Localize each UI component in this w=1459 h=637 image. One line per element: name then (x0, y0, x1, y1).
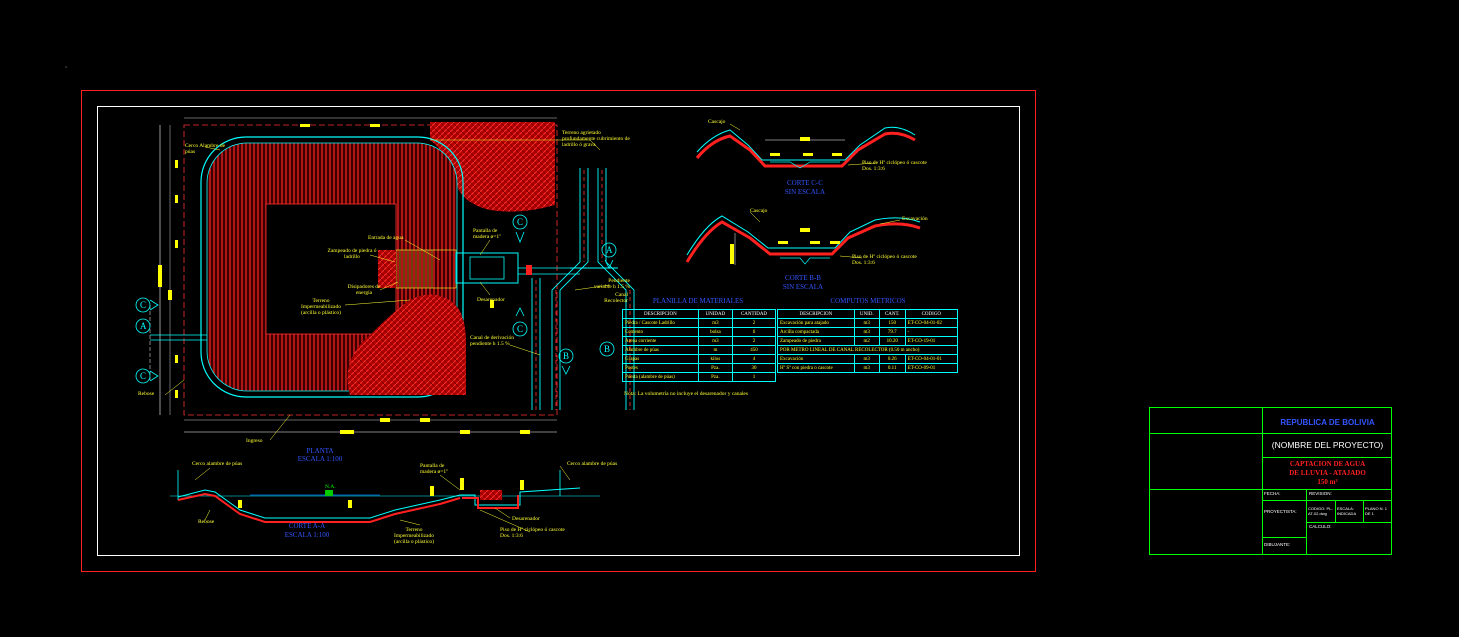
bb-label-piso: Piso de Hº ciclópeo ó cascote Dos. 1:3:6 (852, 254, 917, 266)
label-canal-derivacion: Canal de derivación pendiente h 1.5 % (470, 335, 514, 347)
bb-scale: SIN ESCALA (782, 283, 824, 291)
plan-title: PLANTA (306, 447, 334, 455)
col-header: CANTIDAD (731, 309, 777, 319)
label-canal-recolector: Canal Recolector (604, 292, 628, 304)
sheet-frame (81, 90, 1036, 572)
label-disipadores: Disipadores de energía (347, 284, 381, 296)
label-cerco-alambre: Cerco Alambre de púas (185, 143, 226, 155)
label-zampeado: Zampeado de piedra ó ladrillo (327, 248, 377, 260)
table-header-row: DESCRIPCION UNID. CANT. CODIGO (777, 309, 959, 319)
section-cc (695, 123, 916, 169)
label-terreno-agrietado: Terreno agrietado profundamente cubrimie… (562, 130, 630, 148)
section-mark-c: C (517, 324, 524, 334)
aa-title: CORTE A-A (288, 522, 326, 530)
title-block-project: (NOMBRE DEL PROYECTO) (1271, 440, 1384, 450)
plan-scale: ESCALA 1:100 (297, 455, 343, 463)
label-ingreso: Ingreso (246, 438, 263, 444)
bb-label-cascajo: Cascajo (750, 208, 768, 214)
aa-label-nivel: N.A. (325, 484, 336, 490)
section-bb (685, 211, 921, 265)
cc-title: CORTE C-C (787, 179, 823, 187)
table-subheader-row: POR METRO LINEAL DE CANAL RECOLECTOR (0.… (777, 345, 958, 355)
title-block-drawing-line1: CAPTACION DE AGUA (1289, 460, 1366, 468)
label-pendiente: Pendiente variable h 1.5 % (593, 278, 630, 290)
section-aa (170, 465, 600, 533)
col-header: CANT. (878, 309, 906, 319)
col-header: UNIDAD (697, 309, 733, 319)
table-header-row: DESCRIPCION UNIDAD CANTIDAD (622, 309, 777, 319)
title-block-escala: ESCALA: INDICADA (1337, 506, 1357, 516)
label-rebose: Rebose (138, 391, 155, 397)
col-header: UNID. (853, 309, 880, 319)
section-mark-b: B (563, 351, 570, 361)
col-header: DESCRIPCION (622, 309, 699, 319)
title-block-proyectista: PROYECTISTA: (1264, 509, 1297, 514)
aa-label-desarenador: Desarenador (512, 516, 540, 522)
aa-label-rebose: Rebose (198, 519, 215, 525)
section-mark-c: C (517, 217, 524, 227)
title-block-drawing-line2: DE LLUVIA - ATAJADO (1289, 469, 1366, 477)
section-mark-a: A (140, 321, 147, 331)
metrics-table: DESCRIPCION UNID. CANT. CODIGO Excavació… (777, 309, 959, 373)
title-block-codigo: CODIGO: PL-AT-02.dwg (1308, 506, 1333, 516)
bb-title: CORTE B-B (785, 274, 821, 282)
title-block-dibujante: DIBUJANTE: (1264, 542, 1291, 547)
cc-label-piso: Piso de Hº ciclópeo ó cascote Dos. 1:3:6 (862, 160, 927, 172)
table-row: Puerta (alambre de púas)Pza.1 (622, 372, 777, 382)
title-block-calculo: CALCULO: (1309, 524, 1332, 529)
title-block-grid (1149, 407, 1392, 555)
label-pantalla: Pantalla de madera ø=1" (473, 228, 502, 240)
title-block-drawing-line3: 150 m³ (1317, 478, 1338, 486)
aa-label-piso: Piso de Hº ciclópeo ó cascote Dos. 1:3:6 (500, 527, 565, 539)
label-entrada-agua: Entrada de agua (368, 235, 404, 241)
aa-scale: ESCALA 1:100 (284, 531, 330, 539)
cc-label-cascajo: Cascajo (708, 119, 726, 125)
materials-note: Nota: La volumetría no incluye el desare… (624, 391, 749, 397)
bb-label-excavacion: Excavación (902, 216, 928, 222)
metrics-title: COMPUTOS METRICOS (830, 297, 906, 305)
section-mark-c: C (140, 300, 147, 310)
materials-title: PLANILLA DE MATERIALES (652, 297, 744, 305)
col-header: DESCRIPCION (777, 309, 855, 319)
title-block-plano: PLANO N. 1 DE 1 (1365, 506, 1388, 516)
label-desarenador: Desarenador (477, 297, 505, 303)
section-mark-b: B (604, 344, 611, 354)
plan-view (135, 117, 635, 441)
aa-label-terreno: Terreno Impermeabilizado (arcilla o plás… (393, 527, 434, 545)
drawing-border (97, 106, 1020, 556)
materials-table: DESCRIPCION UNIDAD CANTIDAD Piedra / Cas… (622, 309, 777, 382)
aa-label-cerco-der: Cerco alambre de púas (567, 461, 618, 467)
title-block-revision: REVISION: (1309, 491, 1332, 496)
title-block-country: REPUBLICA DE BOLIVIA (1280, 418, 1375, 427)
section-mark-a: A (606, 245, 613, 255)
label-terreno-impermeabilizado: Terreno Impermeabilizado (arcilla o plás… (300, 298, 341, 316)
col-header: CODIGO (904, 309, 959, 319)
aa-label-pantalla: Pantalla de madera ø=1" (420, 463, 449, 475)
aa-label-cerco-izq: Cerco alambre de púas (192, 461, 243, 467)
title-block-fecha: FECHA: (1264, 491, 1281, 496)
cc-scale: SIN ESCALA (784, 188, 826, 196)
section-mark-c: C (140, 371, 147, 381)
